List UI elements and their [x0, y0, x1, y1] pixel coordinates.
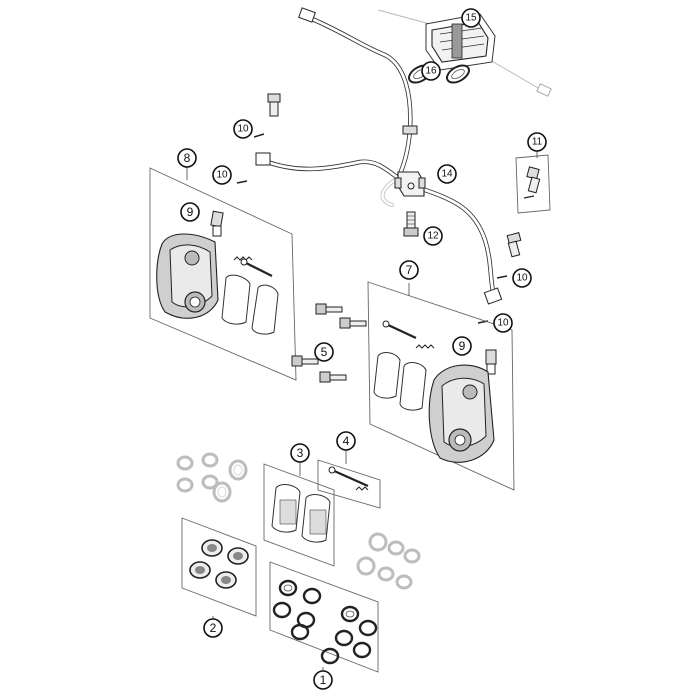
seal-set-ghost-left [176, 452, 248, 503]
upper-ghost-hose [377, 9, 552, 97]
callout-9-left: 9 [180, 202, 200, 222]
callout-14: 14 [437, 164, 457, 184]
brake-hose-left[interactable] [255, 152, 401, 181]
callout-11: 11 [527, 132, 547, 152]
svg-text:10: 10 [216, 170, 228, 181]
callout-15: 15 [461, 8, 481, 28]
seal-set-ghost-right [356, 532, 421, 590]
pad-pin-kit-part-4[interactable] [317, 459, 381, 509]
callout-4: 4 [336, 431, 356, 451]
callout-3: 3 [290, 443, 310, 463]
svg-text:10: 10 [237, 124, 249, 135]
svg-text:1: 1 [320, 673, 327, 687]
callout-10-right: 10 [512, 268, 532, 288]
callout-16: 16 [421, 61, 441, 81]
svg-text:9: 9 [459, 339, 466, 353]
callout-8: 8 [177, 148, 197, 168]
washer-markers [236, 133, 508, 324]
piston-set-part-2[interactable] [181, 517, 257, 617]
svg-text:16: 16 [425, 66, 437, 77]
svg-text:4: 4 [343, 434, 350, 448]
callout-10-left: 10 [212, 165, 232, 185]
mounting-bolts-part-5[interactable] [291, 303, 367, 383]
callout-1: 1 [313, 670, 333, 690]
brake-hose-upper[interactable] [298, 7, 418, 181]
callout-10-lower: 10 [493, 313, 513, 333]
callout-10-upper: 10 [233, 119, 253, 139]
hose-protector-part-15[interactable] [425, 13, 496, 71]
svg-text:8: 8 [184, 151, 191, 165]
right-brake-caliper-assembly-part-7[interactable] [367, 281, 515, 491]
seal-kit-part-1[interactable] [269, 561, 379, 673]
svg-text:7: 7 [406, 263, 413, 277]
callout-7: 7 [399, 260, 419, 280]
svg-text:3: 3 [297, 446, 304, 460]
bleeder-valve-kit-part-11[interactable] [515, 154, 551, 214]
svg-text:10: 10 [497, 318, 509, 329]
svg-text:5: 5 [321, 345, 328, 359]
callout-9-right: 9 [452, 336, 472, 356]
banjo-bolt-right[interactable] [506, 231, 522, 258]
svg-text:12: 12 [427, 231, 439, 242]
brake-hose-ghost [380, 178, 397, 207]
svg-text:10: 10 [516, 273, 528, 284]
brake-hose-right[interactable] [422, 187, 503, 305]
hose-distributor-part-14[interactable] [394, 171, 426, 197]
svg-text:11: 11 [532, 137, 543, 148]
callout-5: 5 [314, 342, 334, 362]
svg-text:2: 2 [210, 621, 217, 635]
svg-text:14: 14 [441, 169, 453, 180]
svg-text:9: 9 [187, 205, 194, 219]
left-brake-caliper-assembly-part-8[interactable] [149, 167, 297, 381]
brake-pad-set-part-3[interactable] [263, 463, 335, 567]
svg-text:15: 15 [465, 13, 477, 24]
bolt-part-12[interactable] [403, 211, 419, 237]
banjo-bolt-upper[interactable] [267, 93, 281, 117]
callout-2: 2 [203, 618, 223, 638]
callout-12: 12 [423, 226, 443, 246]
